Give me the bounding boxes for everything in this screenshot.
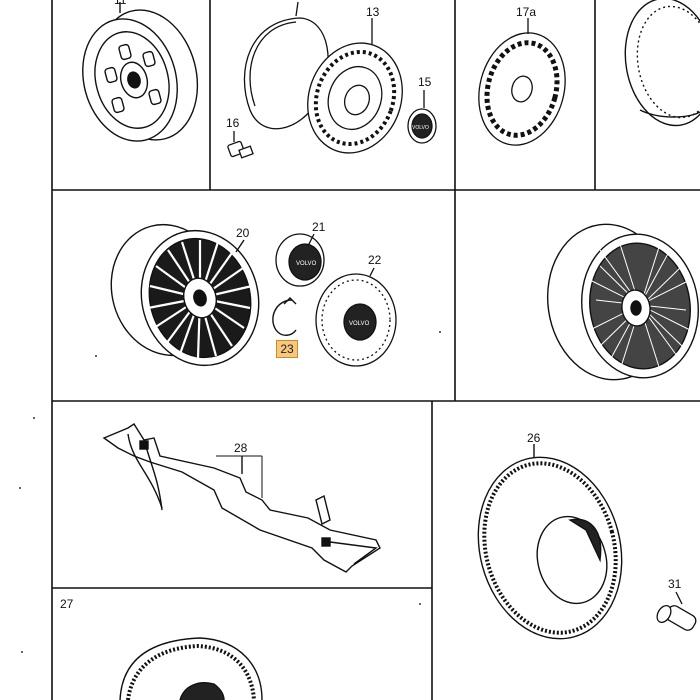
part-label-23[interactable]: 23 (280, 342, 294, 356)
badge-logo-21: VOLVO (296, 261, 317, 267)
part-label-31: 31 (668, 577, 682, 591)
part-label-26: 26 (527, 431, 541, 445)
tyre-27 (119, 637, 263, 700)
badge-logo-15: VOLVO (412, 125, 429, 131)
highlight-box-23 (276, 340, 298, 358)
part-label-17a: 17a (516, 5, 536, 19)
hub-cover-22 (315, 267, 397, 367)
wheel-trim-ring (243, 1, 329, 130)
center-cap-21 (275, 233, 325, 287)
part-label-21: 21 (312, 220, 326, 234)
part-label-20: 20 (236, 226, 250, 240)
valve-part-31 (656, 591, 697, 631)
retaining-clip-23 (272, 297, 297, 336)
steel-wheel-11 (82, 2, 199, 142)
hubcap-17a (478, 18, 566, 146)
wheel-bolt-16 (227, 131, 254, 159)
wire-wheel (546, 223, 700, 381)
badge-logo-22: VOLVO (349, 321, 370, 327)
spare-wheel-bracket-28 (102, 423, 381, 573)
part-label-16: 16 (226, 116, 240, 130)
part-label-27: 27 (60, 597, 74, 611)
scan-specks (19, 331, 441, 653)
part-label-11: 11 (114, 0, 127, 7)
alloy-wheel-20 (110, 223, 260, 367)
grid-lines (51, 0, 700, 700)
part-label-22: 22 (368, 253, 382, 267)
part-label-15: 15 (418, 75, 432, 89)
part-label-13: 13 (366, 5, 380, 19)
tyre-26 (477, 444, 623, 640)
part-label-28: 28 (234, 441, 248, 455)
wheel-top-right-partial (624, 0, 700, 127)
hubcap-13 (307, 18, 403, 154)
center-badge-15 (407, 90, 437, 144)
